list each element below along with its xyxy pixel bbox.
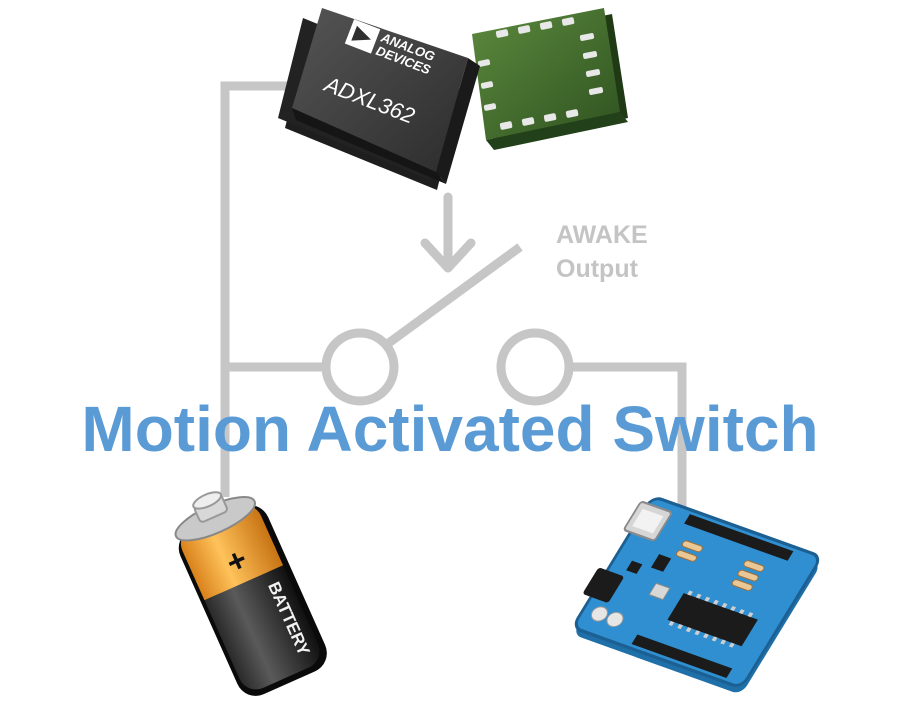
output-label-line1: AWAKE xyxy=(556,221,648,249)
diagram-title: Motion Activated Switch xyxy=(81,393,818,465)
chip-underside-icon xyxy=(472,8,628,150)
down-arrow-icon xyxy=(420,192,476,273)
left-wire xyxy=(220,81,300,497)
adxl362-chip-icon: ANALOG DEVICES ADXL362 xyxy=(278,8,480,190)
switch-contact-left xyxy=(321,328,399,406)
output-label-line2: Output xyxy=(556,255,639,283)
battery-icon: + BATTERY xyxy=(174,491,327,696)
right-wire xyxy=(572,362,687,520)
switch-contact-right xyxy=(496,328,574,406)
arduino-board-icon xyxy=(574,497,820,693)
switch-lever xyxy=(383,243,523,349)
wires xyxy=(220,81,687,520)
